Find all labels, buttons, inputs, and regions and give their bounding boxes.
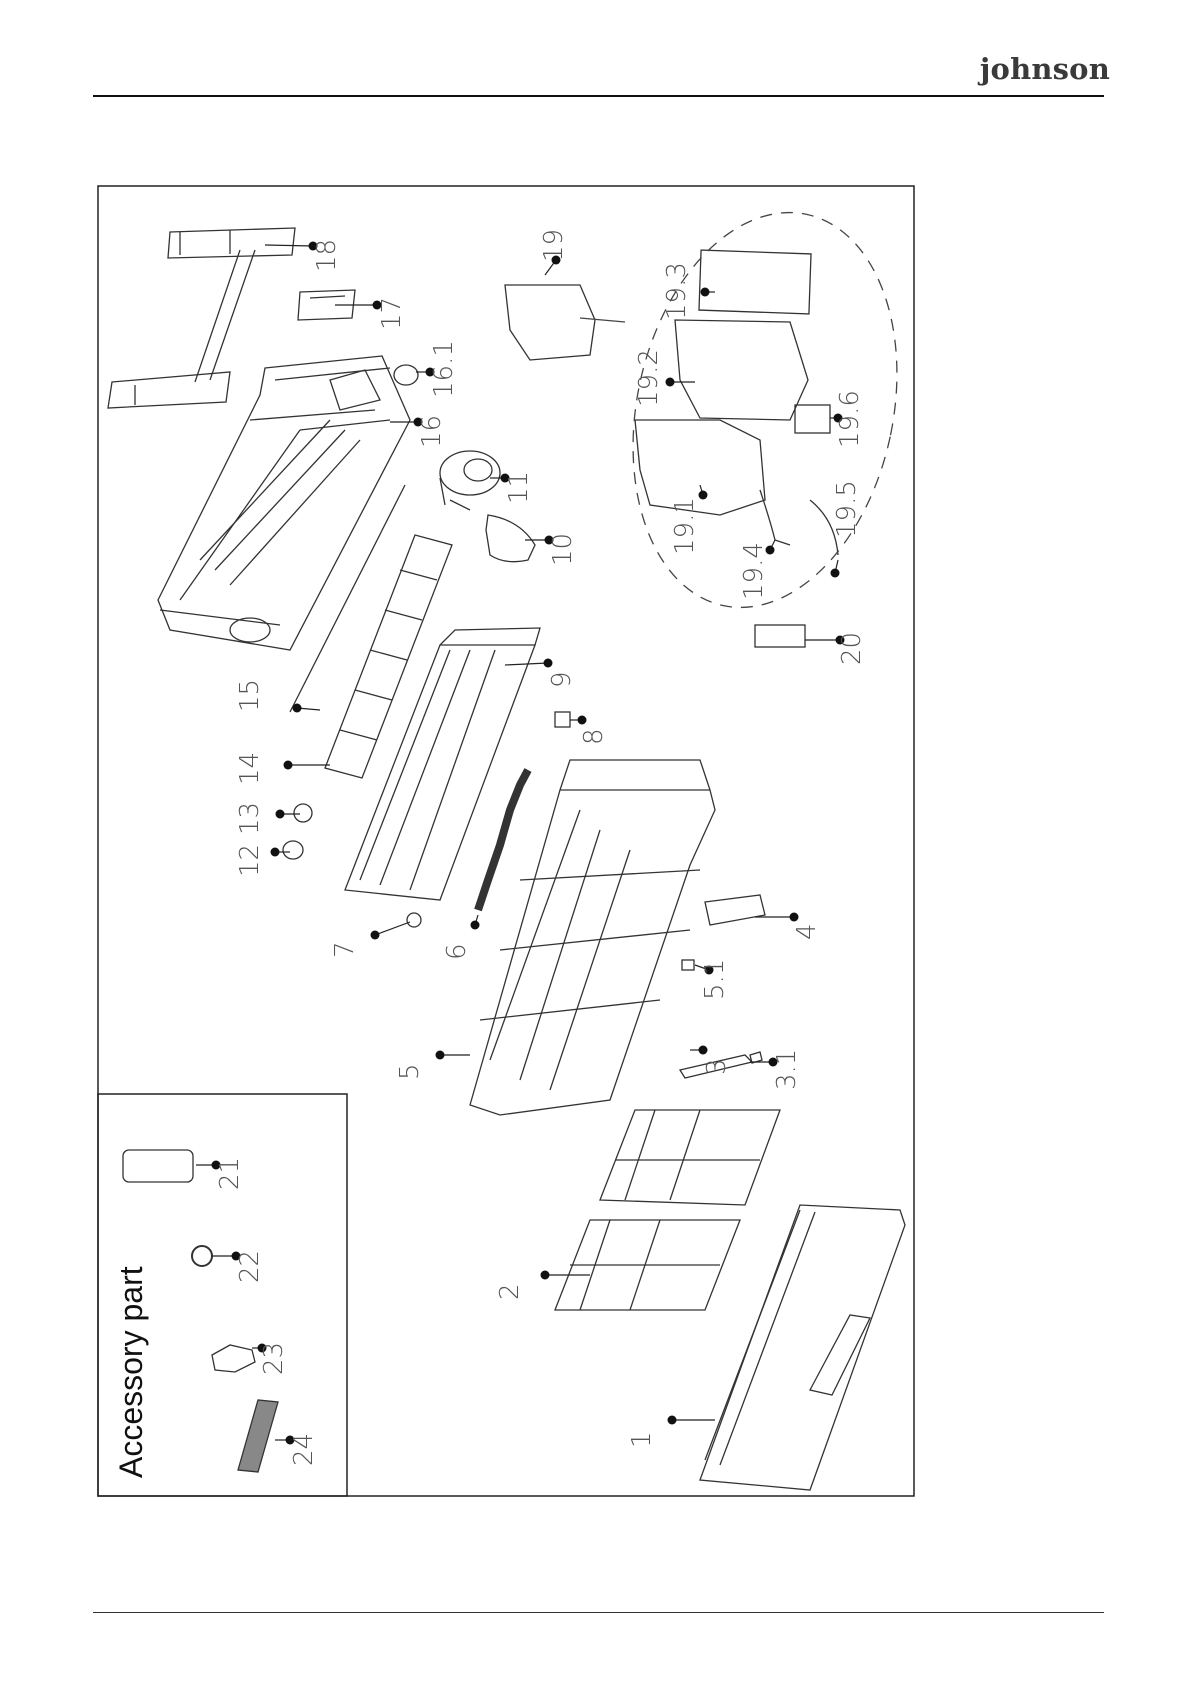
part-label-24: 24 — [289, 1433, 319, 1466]
part-19-2-drawing — [675, 320, 808, 420]
part-label-17: 17 — [377, 297, 407, 330]
ring-drawing — [192, 1246, 212, 1266]
part-19-1-drawing — [635, 420, 765, 515]
part-4-drawing — [705, 895, 765, 925]
remote-control-drawing — [123, 1150, 193, 1182]
part-label-3: 3 — [702, 1058, 732, 1075]
callout-dot-12 — [271, 848, 280, 857]
part-label-19-2: 19.2 — [634, 349, 664, 407]
callout-dot-4 — [790, 913, 799, 922]
part-label-19-4: 19.4 — [739, 542, 769, 600]
front-panel-drawing — [700, 1205, 905, 1490]
part-label-20: 20 — [837, 632, 867, 665]
motor-cover-drawing — [486, 515, 535, 562]
part-label-22: 22 — [235, 1250, 265, 1283]
part-13-drawing — [294, 804, 312, 822]
part-label-8: 8 — [579, 728, 609, 745]
part-label-19: 19 — [539, 229, 569, 262]
callout-dot-14 — [284, 761, 293, 770]
filter-upper-drawing — [600, 1110, 780, 1205]
drain-hose-drawing — [478, 770, 528, 910]
callout-dot-5 — [436, 1051, 445, 1060]
fan-drawing — [325, 535, 452, 778]
part-label-4: 4 — [792, 923, 822, 940]
callout-dot-8 — [578, 716, 587, 725]
part-16-1-drawing — [394, 365, 418, 385]
part-label-1: 1 — [627, 1431, 657, 1448]
part-label-21: 21 — [215, 1157, 245, 1190]
part-label-6: 6 — [442, 943, 472, 960]
leader-line-18 — [265, 245, 313, 246]
callout-dot-15 — [293, 704, 302, 713]
part-19-6-drawing — [795, 405, 830, 433]
callout-dot-6 — [471, 921, 480, 930]
part-12-drawing — [283, 841, 303, 859]
part-label-5-1: 5.1 — [700, 959, 730, 1000]
electric-box-link-line — [580, 318, 625, 322]
part-3-1-drawing — [750, 1052, 762, 1063]
part-label-16-1: 16.1 — [429, 340, 459, 398]
chassis-drawing — [158, 356, 410, 650]
part-15-drawing — [290, 485, 405, 712]
part-callouts: 181716.11611101919.319.219.619.519.119.4… — [196, 229, 867, 1466]
callout-dot-19-5 — [831, 569, 840, 578]
part-label-11: 11 — [504, 471, 534, 504]
filter-lower-drawing — [555, 1220, 740, 1310]
callout-dot-1 — [668, 1416, 677, 1425]
part-label-5: 5 — [395, 1063, 425, 1080]
part-label-2: 2 — [495, 1283, 525, 1300]
callout-dot-3 — [699, 1046, 708, 1055]
part-label-3-1: 3.1 — [772, 1049, 802, 1090]
part-label-13: 13 — [235, 802, 265, 835]
part-label-15: 15 — [235, 679, 265, 712]
part-8-drawing — [555, 712, 570, 727]
part-label-12: 12 — [235, 844, 265, 877]
part-label-19-6: 19.6 — [835, 390, 865, 448]
part-label-7: 7 — [330, 941, 360, 958]
accessory-title: Accessory part — [113, 1266, 149, 1478]
part-5-1-drawing — [682, 960, 694, 970]
callout-dot-7 — [371, 931, 380, 940]
motor-drawing — [440, 451, 500, 510]
part-label-19-5: 19.5 — [832, 480, 862, 538]
leader-line-9 — [505, 663, 548, 665]
callout-dot-19-3 — [701, 288, 710, 297]
part-label-19-3: 19.3 — [662, 262, 692, 320]
callout-dot-13 — [276, 810, 285, 819]
part-label-16: 16 — [417, 415, 447, 448]
part-label-18: 18 — [312, 239, 342, 272]
callout-dot-9 — [544, 659, 553, 668]
part-19-3-drawing — [699, 250, 811, 314]
mounting-plate-drawing — [108, 228, 295, 408]
leader-line-7 — [375, 922, 410, 935]
part-label-10: 10 — [548, 533, 578, 566]
drain-elbow-drawing — [212, 1345, 255, 1372]
callout-dot-19-2 — [666, 378, 675, 387]
insulation-pad-drawing — [238, 1400, 278, 1472]
part-label-19-1: 19.1 — [670, 497, 700, 555]
callout-dot-2 — [541, 1271, 550, 1280]
part-label-9: 9 — [547, 671, 577, 688]
evaporator-drawing — [345, 628, 540, 900]
part-label-14: 14 — [235, 752, 265, 785]
electric-box-drawing — [505, 285, 595, 360]
part-20-drawing — [755, 625, 805, 647]
part-label-23: 23 — [259, 1342, 289, 1375]
part-7-drawing — [407, 913, 421, 927]
